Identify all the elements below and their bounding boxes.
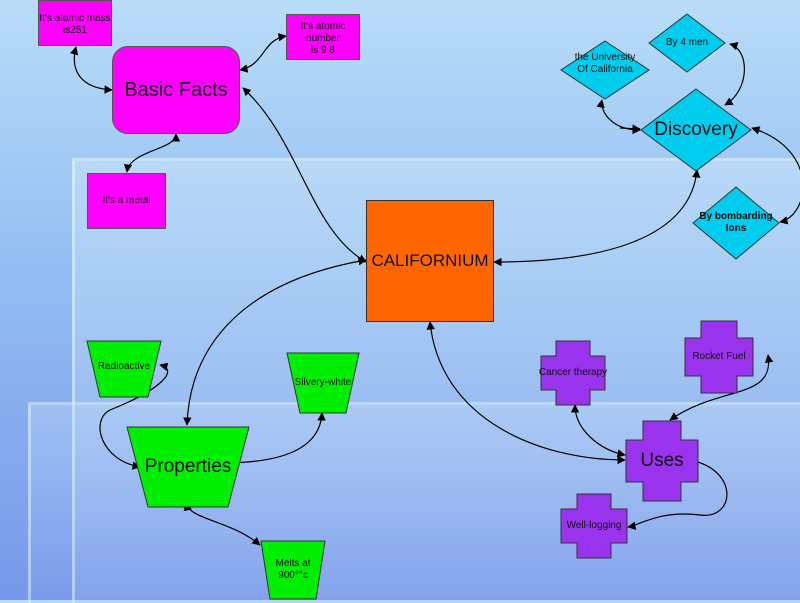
- link-basic-metal: [123, 133, 181, 173]
- discovery-label: Discovery: [654, 119, 738, 140]
- university-label: the University Of California: [574, 52, 636, 75]
- silvery-white-trapezoid[interactable]: [286, 352, 360, 414]
- link-center-discovery: [493, 169, 701, 267]
- radioactive-trapezoid[interactable]: [86, 340, 162, 398]
- university-diamond[interactable]: [560, 40, 650, 100]
- link-discovery-arrow-short: [619, 124, 641, 133]
- rocket-fuel-label: Rocket Fuel: [692, 351, 746, 362]
- link-discovery-university: [596, 99, 641, 135]
- link-uses-well-logging: [627, 457, 728, 530]
- link-properties-silvery: [227, 412, 326, 468]
- metal-node[interactable]: It's a metal: [87, 173, 166, 229]
- atomic-number-label: It's atomic number is 9 8: [300, 21, 346, 56]
- properties-trapezoid[interactable]: [126, 426, 250, 508]
- melts-trapezoid[interactable]: [260, 540, 326, 600]
- melts-label: Melts at 900°°c: [275, 558, 311, 581]
- basic-facts-label: Basic Facts: [124, 78, 228, 101]
- link-uses-rocket: [669, 354, 774, 421]
- atomic-mass-label: It's atomic mass is251: [39, 13, 111, 36]
- center-node[interactable]: CALIFORNIUM: [366, 200, 494, 322]
- link-basic-atomic-number: [239, 33, 287, 73]
- link-center-properties: [183, 257, 367, 426]
- link-center-basic-facts: [242, 87, 367, 263]
- link-uses-cancer: [570, 404, 626, 458]
- metal-label: It's a metal: [102, 195, 151, 206]
- uses-label: Uses: [640, 450, 684, 471]
- four-men-diamond[interactable]: [648, 13, 726, 73]
- cancer-therapy-cross[interactable]: [540, 340, 606, 406]
- properties-label: Properties: [144, 456, 232, 477]
- well-logging-label: Well-logging: [566, 520, 622, 531]
- well-logging-cross[interactable]: [560, 493, 628, 559]
- radioactive-label: Radioactive: [97, 361, 151, 372]
- basic-facts-node[interactable]: Basic Facts: [112, 46, 240, 134]
- discovery-diamond[interactable]: [640, 88, 752, 172]
- link-discovery-men: [724, 42, 745, 106]
- uses-cross[interactable]: [625, 420, 699, 502]
- four-men-label: By 4 men: [665, 37, 709, 48]
- silvery-white-label: Silvery-white: [294, 377, 352, 388]
- link-basic-atomic-mass: [70, 46, 113, 94]
- link-center-uses: [426, 321, 626, 465]
- atomic-mass-node[interactable]: It's atomic mass is251: [38, 0, 112, 46]
- cancer-therapy-label: Cancer therapy: [538, 367, 608, 378]
- center-label: CALIFORNIUM: [371, 251, 489, 270]
- ions-diamond[interactable]: [692, 186, 780, 260]
- link-properties-radioactive: [99, 362, 169, 470]
- link-properties-melts: [183, 502, 261, 546]
- link-discovery-ions: [751, 126, 800, 225]
- rocket-fuel-cross[interactable]: [684, 320, 754, 394]
- atomic-number-node[interactable]: It's atomic number is 9 8: [286, 14, 360, 60]
- ions-label: By bombarding Ions: [699, 211, 773, 234]
